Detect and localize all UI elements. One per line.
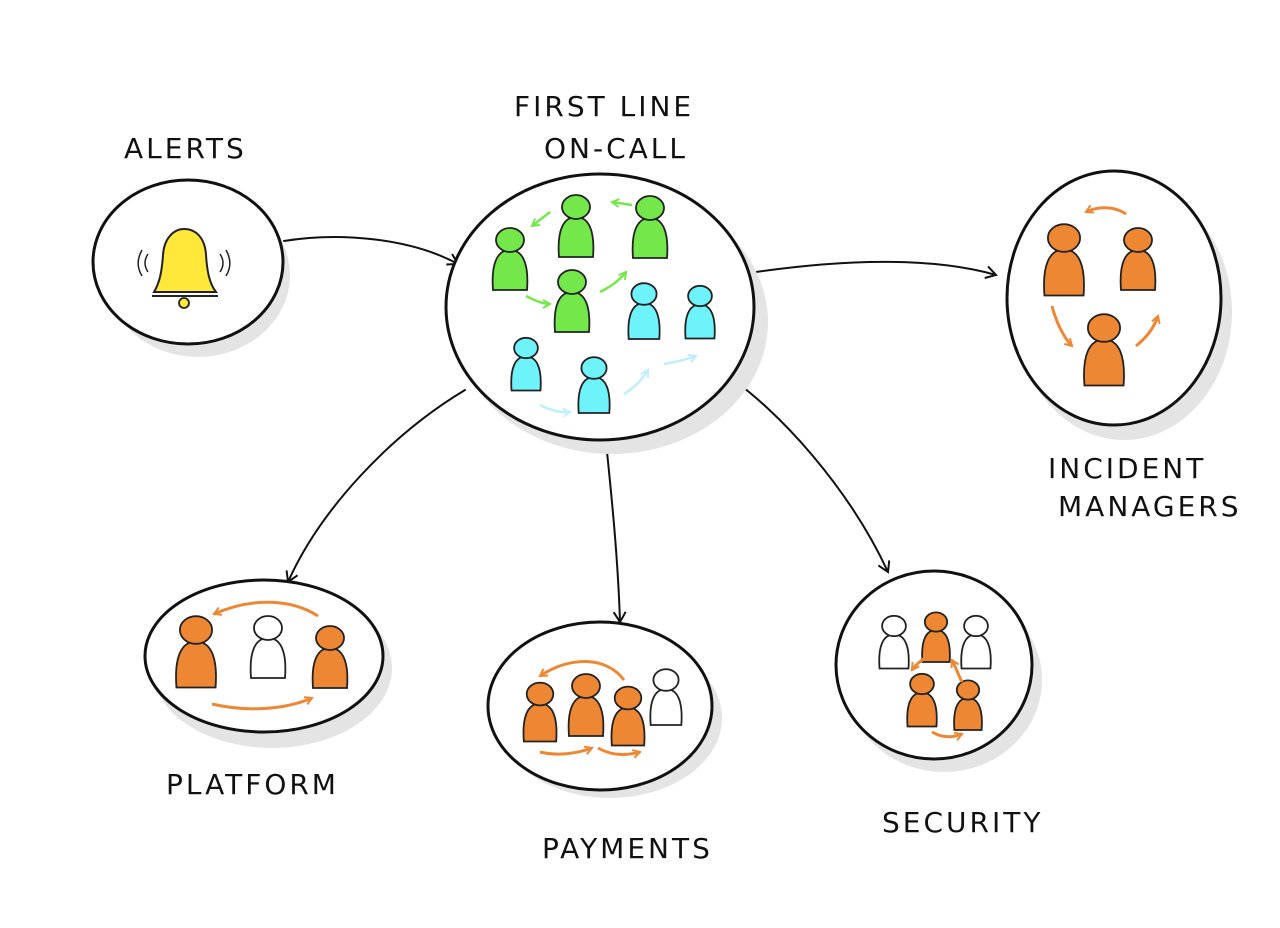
person-payments-1 bbox=[522, 681, 558, 743]
edge-alerts-to-first-line bbox=[283, 236, 460, 266]
person-security-5 bbox=[953, 679, 983, 731]
person-payments-2 bbox=[567, 673, 605, 737]
first-line-people bbox=[491, 194, 716, 414]
alerts-label: ALERTS bbox=[124, 132, 247, 165]
security-rotation-arrows bbox=[910, 654, 962, 737]
person-first-line-3 bbox=[631, 195, 669, 259]
person-incident-manager-3 bbox=[1083, 313, 1125, 387]
incident-managers-label-line-1: INCIDENT bbox=[1048, 452, 1206, 485]
person-security-2 bbox=[921, 611, 951, 663]
person-platform-3 bbox=[311, 625, 349, 689]
incident-managers-node: INCIDENT MANAGERS bbox=[1005, 169, 1242, 523]
person-second-line-3 bbox=[510, 336, 542, 392]
payments-label: PAYMENTS bbox=[542, 832, 713, 865]
person-payments-3 bbox=[610, 685, 646, 747]
person-security-4 bbox=[906, 672, 938, 728]
person-payments-4 bbox=[649, 668, 683, 726]
platform-rotation-arrows bbox=[211, 600, 319, 711]
platform-people bbox=[175, 615, 349, 689]
edge-first-line-to-security bbox=[721, 371, 891, 574]
person-security-1 bbox=[878, 614, 910, 670]
person-second-line-2 bbox=[684, 284, 716, 340]
first-line-node: FIRST LINE ON-CALL bbox=[444, 90, 768, 454]
incident-managers-label-line-2: MANAGERS bbox=[1058, 490, 1242, 523]
person-first-line-1 bbox=[491, 227, 529, 291]
payments-rotation-arrows bbox=[540, 660, 640, 754]
edge-first-line-to-payments bbox=[605, 441, 627, 624]
person-platform-2 bbox=[249, 615, 287, 679]
person-incident-manager-2 bbox=[1119, 227, 1157, 291]
person-second-line-1 bbox=[627, 282, 661, 340]
platform-label: PLATFORM bbox=[166, 768, 339, 801]
first-line-label-line-2: ON-CALL bbox=[544, 132, 688, 165]
payments-people bbox=[522, 668, 683, 747]
bell-icon bbox=[137, 227, 231, 309]
first-line-label-line-1: FIRST LINE bbox=[514, 90, 694, 123]
security-node: SECURITY bbox=[834, 569, 1043, 839]
security-label: SECURITY bbox=[882, 806, 1043, 839]
person-security-3 bbox=[960, 614, 992, 670]
person-platform-1 bbox=[175, 615, 217, 689]
edge-first-line-to-incident-managers bbox=[755, 260, 998, 279]
platform-node: PLATFORM bbox=[143, 578, 392, 801]
edge-first-line-to-platform bbox=[285, 389, 466, 584]
person-first-line-4 bbox=[553, 269, 591, 333]
alerts-node: ALERTS bbox=[91, 132, 290, 357]
incident-managers-people bbox=[1043, 223, 1157, 387]
payments-node: PAYMENTS bbox=[486, 620, 722, 865]
person-incident-manager-1 bbox=[1043, 223, 1085, 297]
security-people bbox=[878, 611, 992, 731]
incident-rotation-arrows bbox=[1050, 208, 1158, 346]
person-first-line-2 bbox=[557, 194, 595, 258]
person-second-line-4 bbox=[577, 356, 611, 414]
first-line-rotation-arrows bbox=[525, 202, 696, 412]
